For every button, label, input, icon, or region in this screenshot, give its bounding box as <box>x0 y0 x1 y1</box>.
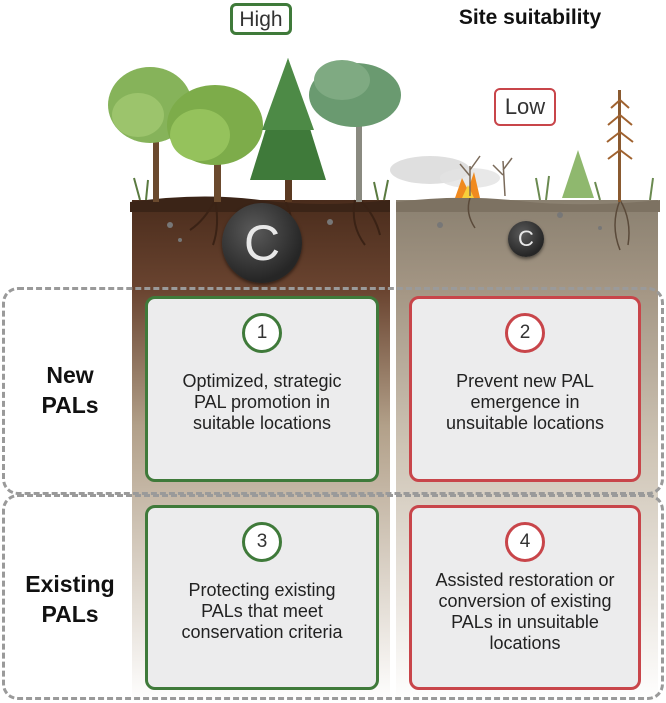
card-text: Optimized, strategic PAL promotion in su… <box>182 371 342 433</box>
card-number: 3 <box>242 522 282 562</box>
card-number: 1 <box>242 313 282 353</box>
low-degraded-landscape <box>390 90 654 202</box>
existing-pals-row-frame <box>2 494 664 700</box>
row-label-new-pals: New PALs <box>41 362 99 418</box>
card-existing-low: 4 Assisted restoration or conversion of … <box>409 505 641 690</box>
high-forest-trees <box>108 58 401 202</box>
high-suitability-label: High <box>230 3 292 35</box>
card-number: 4 <box>505 522 545 562</box>
low-suitability-label: Low <box>494 88 556 126</box>
card-existing-high: 3 Protecting existing PALs that meet con… <box>145 505 379 690</box>
card-text: Assisted restoration or conversion of ex… <box>435 570 615 653</box>
card-number: 2 <box>505 313 545 353</box>
card-new-low: 2 Prevent new PAL emergence in unsuitabl… <box>409 296 641 482</box>
row-label-existing-pals: Existing PALs <box>25 571 115 627</box>
high-carbon-marker: C <box>222 203 302 283</box>
site-suitability-title: Site suitability <box>458 6 602 29</box>
card-new-high: 1 Optimized, strategic PAL promotion in … <box>145 296 379 482</box>
low-carbon-marker: C <box>508 221 544 257</box>
card-text: Protecting existing PALs that meet conse… <box>181 580 343 642</box>
new-pals-row-frame <box>2 287 664 495</box>
card-text: Prevent new PAL emergence in unsuitable … <box>445 371 605 433</box>
